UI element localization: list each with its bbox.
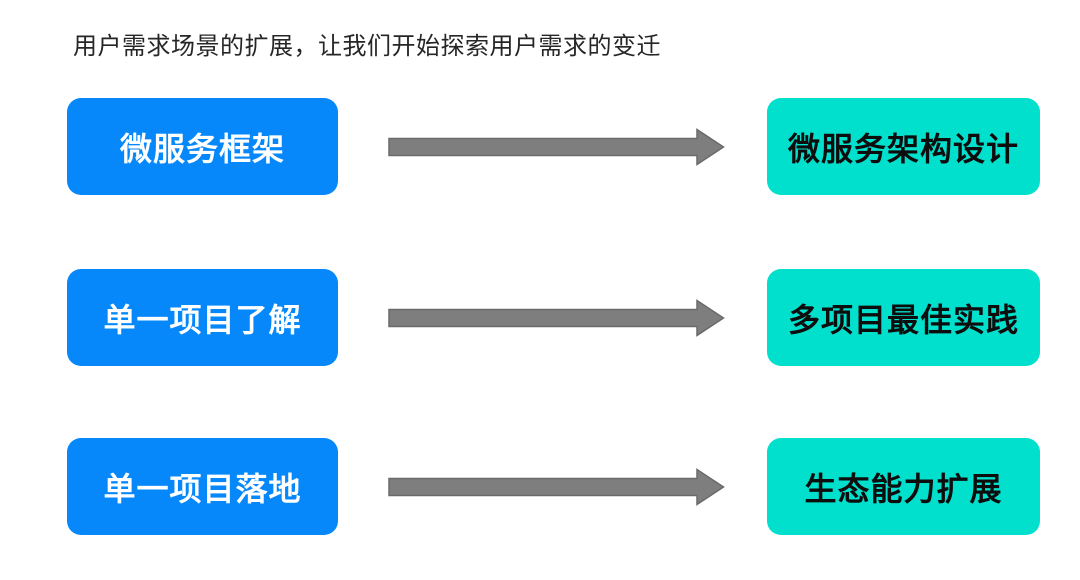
- target-box: 微服务架构设计: [767, 98, 1040, 195]
- target-box: 多项目最佳实践: [767, 269, 1040, 366]
- right-arrow-icon: [388, 127, 725, 166]
- source-box: 微服务框架: [67, 98, 338, 195]
- right-arrow-icon: [388, 467, 725, 506]
- mapping-row: 单一项目了解 多项目最佳实践: [67, 269, 1040, 366]
- right-arrow-shape: [388, 127, 725, 166]
- source-box: 单一项目了解: [67, 269, 338, 366]
- source-box: 单一项目落地: [67, 438, 338, 535]
- right-arrow-shape: [388, 298, 725, 337]
- target-box: 生态能力扩展: [767, 438, 1040, 535]
- mapping-row: 微服务框架 微服务架构设计: [67, 98, 1040, 195]
- right-arrow-icon: [388, 298, 725, 337]
- mapping-row: 单一项目落地 生态能力扩展: [67, 438, 1040, 535]
- slide-title: 用户需求场景的扩展，让我们开始探索用户需求的变迁: [73, 33, 661, 60]
- right-arrow-shape: [388, 467, 725, 506]
